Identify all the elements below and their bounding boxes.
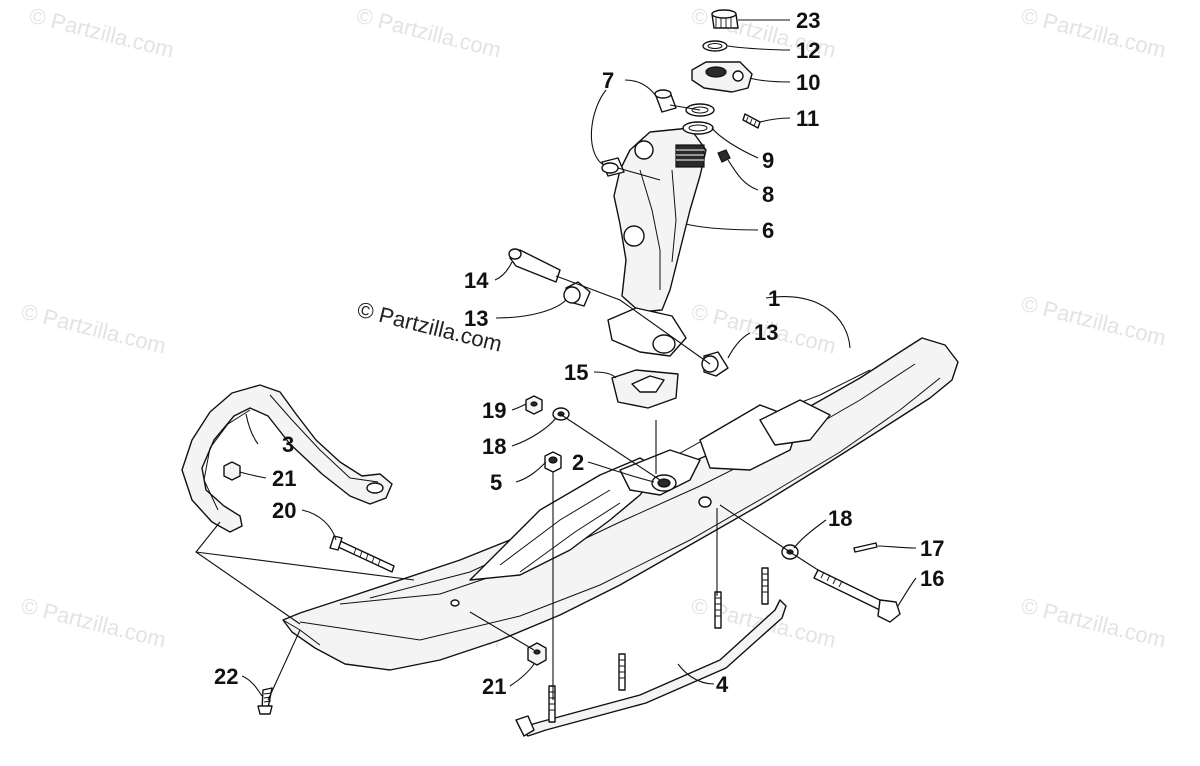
callout-12[interactable]: 12 <box>796 38 820 63</box>
spindle-cap <box>711 9 739 29</box>
watermark-text: © Partzilla.com <box>19 593 169 653</box>
leader-lines <box>195 19 917 701</box>
callout-19[interactable]: 19 <box>482 398 506 423</box>
callout-14[interactable]: 14 <box>464 268 489 293</box>
pivot-bushing-left <box>563 281 591 307</box>
callout-5[interactable]: 5 <box>490 470 502 495</box>
callout-9[interactable]: 9 <box>762 148 774 173</box>
handle-lower-bolt <box>257 687 273 715</box>
watermark-text: © Partzilla.com <box>19 299 169 359</box>
spindle-washer <box>682 103 715 135</box>
spindle-bushing-upper <box>654 89 677 113</box>
watermark-text: © Partzilla.com <box>27 3 177 63</box>
lock-nut <box>544 451 562 473</box>
callout-8[interactable]: 8 <box>762 182 774 207</box>
ski-saddle-block <box>611 369 679 409</box>
callout-16[interactable]: 16 <box>920 566 944 591</box>
callout-7[interactable]: 7 <box>602 68 614 93</box>
watermark-text: © Partzilla.com <box>1019 291 1169 351</box>
callout-15[interactable]: 15 <box>564 360 588 385</box>
callout-10[interactable]: 10 <box>796 70 820 95</box>
callout-6[interactable]: 6 <box>762 218 774 243</box>
callout-22[interactable]: 22 <box>214 664 238 689</box>
callout-18a[interactable]: 18 <box>482 434 506 459</box>
watermark-text: © Partzilla.com <box>1019 3 1169 63</box>
wear-bar <box>515 567 787 737</box>
callout-13b[interactable]: 13 <box>754 320 778 345</box>
callout-4[interactable]: 4 <box>716 672 729 697</box>
callout-23[interactable]: 23 <box>796 8 820 33</box>
callout-20[interactable]: 20 <box>272 498 296 523</box>
spindle-bushing-lower <box>601 157 625 177</box>
callout-2[interactable]: 2 <box>572 450 584 475</box>
handle-bolt <box>329 535 395 573</box>
callout-21b[interactable]: 21 <box>482 674 506 699</box>
callout-18b[interactable]: 18 <box>828 506 852 531</box>
cotter-pin <box>853 542 878 553</box>
handle-nut-upper <box>223 461 241 481</box>
callout-13a[interactable]: 13 <box>464 306 488 331</box>
steering-arm-clamp <box>691 61 753 93</box>
watermark-text: © Partzilla.com <box>1019 593 1169 653</box>
pivot-bolt <box>813 569 901 623</box>
ski-handle-loop <box>181 384 393 533</box>
callout-1[interactable]: 1 <box>768 286 780 311</box>
callout-17[interactable]: 17 <box>920 536 944 561</box>
callout-3[interactable]: 3 <box>282 432 294 457</box>
callout-21a[interactable]: 21 <box>272 466 296 491</box>
watermark-text: © Partzilla.com <box>354 3 504 63</box>
clamp-bolt <box>742 113 761 129</box>
retaining-ring <box>702 40 728 52</box>
grease-fitting <box>717 149 731 163</box>
pivot-nut <box>525 395 543 415</box>
handle-nut-lower <box>527 642 547 666</box>
callout-labels: 23 12 10 11 9 8 6 7 1 13 14 13 15 19 18 … <box>214 8 944 699</box>
pivot-bushing-right <box>701 351 729 377</box>
pivot-sleeve <box>508 248 561 283</box>
ski-body <box>282 337 959 671</box>
callout-11[interactable]: 11 <box>796 106 819 131</box>
